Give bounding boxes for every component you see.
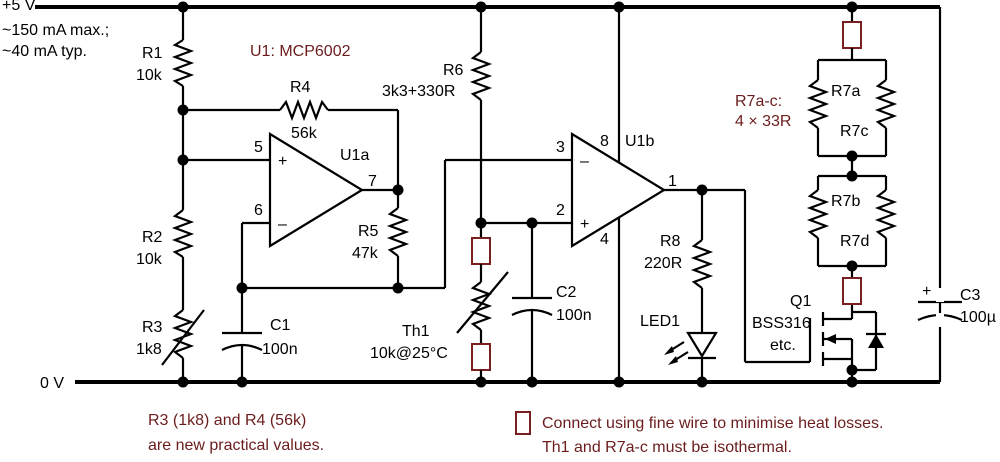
th1-value: 10k@25°C (370, 345, 448, 362)
note-right-line1: Connect using fine wire to minimise heat… (542, 415, 884, 432)
r8-led-branch (664, 190, 718, 382)
r6-value: 3k3+330R (382, 83, 455, 100)
q1-mosfet (743, 190, 886, 382)
supply-note-max: ~150 mA max.; (2, 22, 109, 39)
u1a-label: U1a (340, 147, 369, 164)
fine-wire-legend-icon (515, 411, 531, 435)
pin7-label: 7 (368, 173, 377, 190)
u1a-minus: – (278, 216, 287, 233)
u1a-plus: + (278, 153, 287, 170)
r8-value: 220R (644, 255, 682, 272)
r7d-name: R7d (840, 233, 869, 250)
th1-name: Th1 (402, 323, 430, 340)
pin1-label: 1 (668, 173, 677, 190)
r3-value: 1k8 (136, 341, 162, 358)
c3-value: 100µ (960, 309, 996, 326)
r5-resistor (386, 190, 410, 288)
r7-label: R7a-c: (735, 93, 782, 110)
r8-name: R8 (660, 233, 681, 250)
r7a-name: R7a (831, 83, 860, 100)
c2-capacitor (511, 223, 553, 382)
u1a-opamp (183, 132, 398, 290)
q1-name: Q1 (790, 293, 811, 310)
r7b-name: R7b (831, 193, 860, 210)
r4-feedback (183, 98, 400, 190)
note-right-line2: Th1 and R7a-c must be isothermal. (542, 439, 792, 456)
r1-name: R1 (142, 45, 163, 62)
u1b-plus: + (580, 216, 589, 233)
u1b-label: U1b (625, 133, 654, 150)
c2-value: 100n (556, 307, 592, 324)
r4-value: 56k (291, 125, 318, 142)
r4-name: R4 (290, 79, 311, 96)
supply-label: +5 V (2, 0, 36, 14)
pin4-label: 4 (600, 231, 609, 248)
c1-capacitor (221, 288, 263, 382)
r1-value: 10k (136, 67, 163, 84)
mid-node-wires (242, 158, 572, 290)
c1-name: C1 (270, 317, 291, 334)
u1b-minus: – (580, 153, 589, 170)
c3-plus: + (922, 283, 931, 300)
pin8-label: 8 (600, 133, 609, 150)
r3-name: R3 (142, 319, 163, 336)
r7c-name: R7c (840, 123, 868, 140)
r7-network (806, 7, 898, 305)
c2-name: C2 (556, 284, 577, 301)
ground-label: 0 V (40, 375, 64, 392)
q1-note: etc. (770, 337, 796, 354)
supply-note-typ: ~40 mA typ. (2, 43, 87, 60)
led1-name: LED1 (640, 313, 680, 330)
r7-value: 4 × 33R (735, 113, 791, 130)
divider-chain (161, 7, 205, 382)
r5-value: 47k (352, 245, 379, 262)
note-left-line1: R3 (1k8) and R4 (56k) (148, 412, 306, 429)
r2-name: R2 (142, 229, 163, 246)
r6-name: R6 (443, 62, 464, 79)
pin3-label: 3 (556, 139, 565, 156)
note-left-line2: are new practical values. (148, 437, 324, 454)
pin2-label: 2 (556, 202, 565, 219)
pin6-label: 6 (254, 202, 263, 219)
r5-name: R5 (358, 223, 379, 240)
c1-value: 100n (262, 341, 298, 358)
r6-th1-chain (456, 7, 572, 382)
c3-capacitor (917, 288, 963, 327)
pin5-label: 5 (254, 139, 263, 156)
ic-label: U1: MCP6002 (250, 43, 351, 60)
c3-name: C3 (960, 287, 981, 304)
r2-value: 10k (136, 251, 163, 268)
q1-part: BSS316 (752, 315, 811, 332)
junction-dots (177, 1, 858, 388)
